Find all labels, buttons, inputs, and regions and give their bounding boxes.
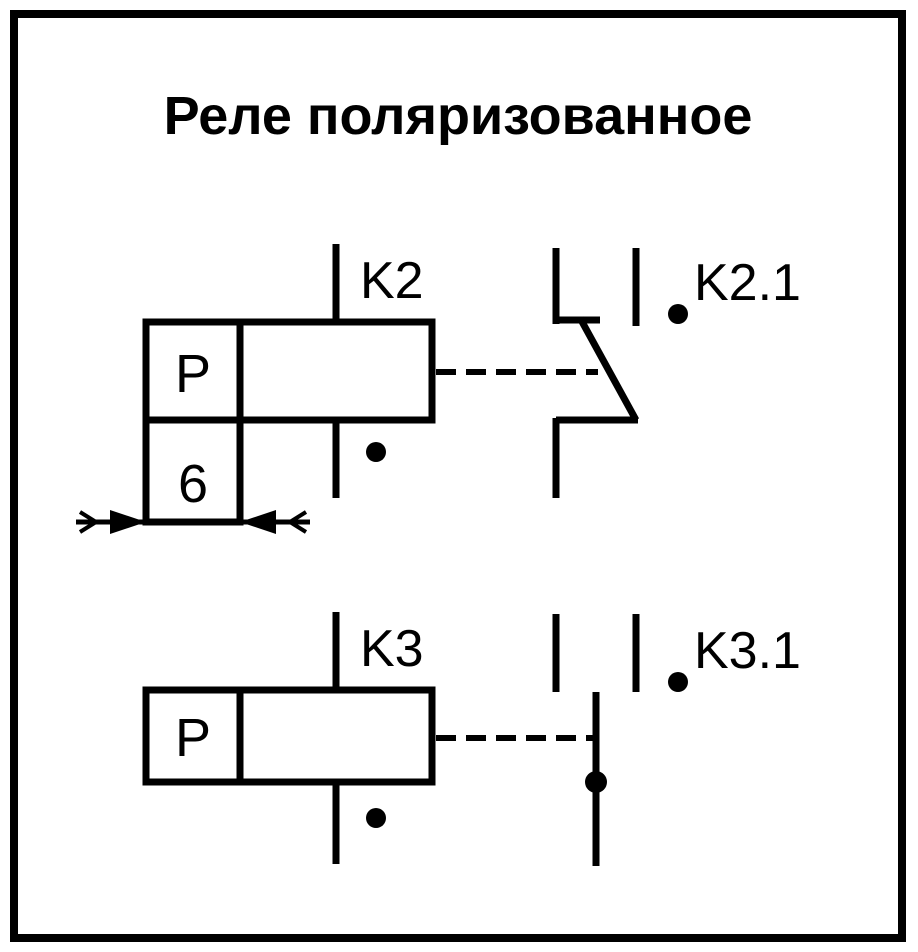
relay-1-contact-label: K2.1	[694, 254, 801, 312]
relay-1-sub-cell-value: 6	[178, 454, 208, 514]
relay-2-contact-label: K3.1	[694, 622, 801, 680]
relay-1-polarity-letter: P	[175, 344, 211, 404]
relay-1-dimension-arrows	[76, 510, 310, 534]
relay-1-coil-body	[142, 318, 436, 424]
diagram-title: Реле поляризованное	[164, 86, 753, 146]
relay-2-contact	[552, 614, 688, 866]
relay-1: P 6 K2 K2.1	[76, 244, 801, 534]
relay-1-sub-cell	[142, 416, 244, 526]
relay-2: P K3 K3.1	[142, 612, 801, 866]
relay-1-contact-dot	[668, 304, 688, 324]
outer-border	[10, 10, 906, 942]
relay-2-coil-body	[142, 686, 436, 786]
relay-2-polarity-letter: P	[175, 708, 211, 768]
relay-2-coil-label: K3	[360, 620, 424, 678]
relay-2-polarity-dot	[366, 808, 386, 828]
relay-1-coil-label: K2	[360, 252, 424, 310]
relay-2-contact-dot	[668, 672, 688, 692]
relay-1-contact	[552, 248, 688, 498]
relay-2-contact-pivot	[585, 771, 607, 793]
relay-1-polarity-dot	[366, 442, 386, 462]
